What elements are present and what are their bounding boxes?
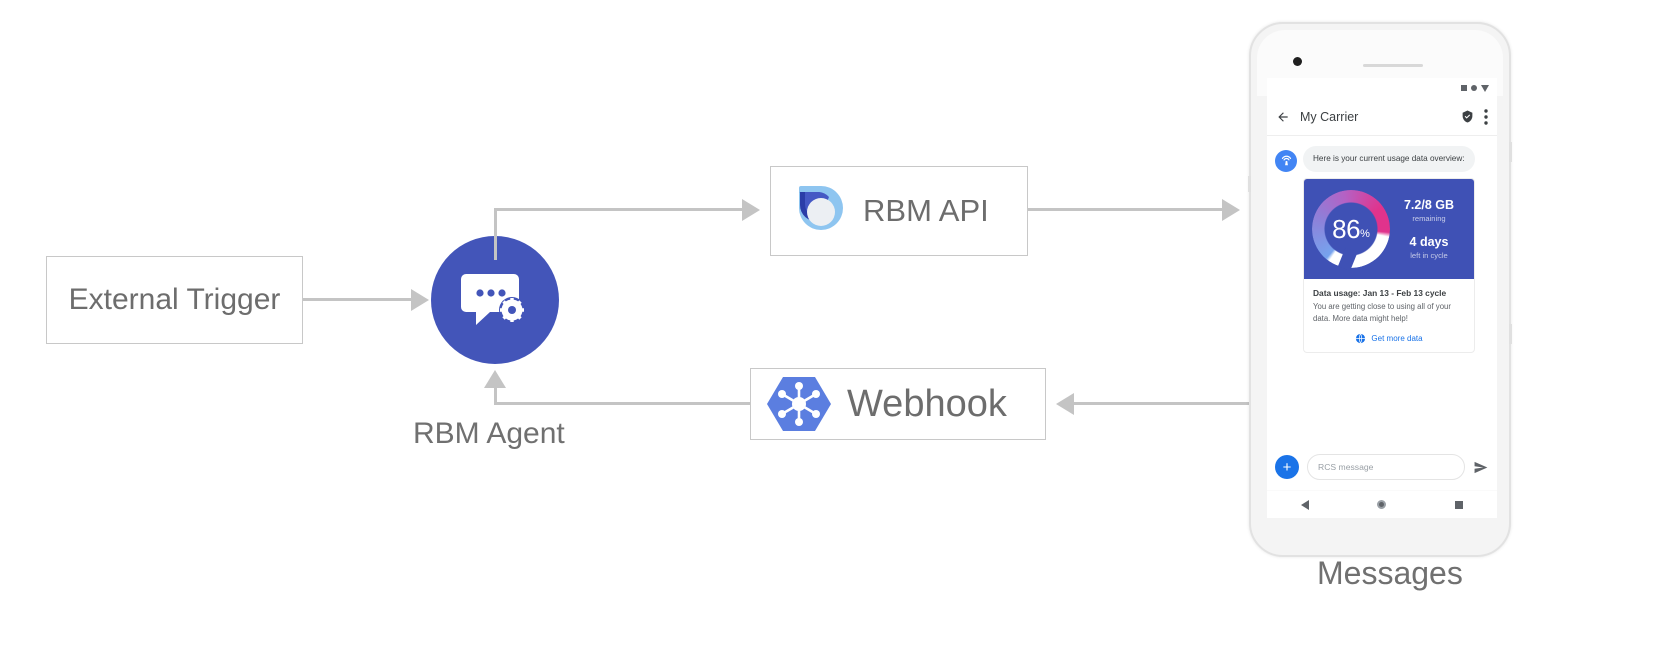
rich-card-body: Data usage: Jan 13 - Feb 13 cycle You ar… (1304, 279, 1474, 352)
nav-home-icon[interactable] (1377, 500, 1387, 509)
connector-api-to-phone (1028, 208, 1224, 211)
app-bar: My Carrier (1267, 98, 1497, 136)
connector-agent-to-api-horizontal (494, 208, 742, 211)
get-more-data-button[interactable]: Get more data (1313, 333, 1465, 344)
stat-label: remaining (1412, 214, 1446, 223)
square-icon (1461, 85, 1467, 91)
gauge-percent-sign: % (1360, 227, 1370, 240)
rbm-api-box[interactable]: RBM API (770, 166, 1028, 256)
dot-icon (1471, 85, 1477, 91)
messages-caption: Messages (1317, 555, 1463, 591)
phone-camera-icon (1293, 57, 1302, 66)
stat-data-remaining: 7.2/8 GB remaining (1390, 198, 1468, 223)
rbm-agent-caption: RBM Agent (413, 417, 565, 450)
globe-icon (1356, 334, 1366, 344)
triangle-down-icon (1481, 84, 1489, 92)
message-row: Here is your current usage data overview… (1275, 146, 1489, 172)
usage-gauge: 86 % (1312, 190, 1390, 271)
app-bar-title: My Carrier (1300, 109, 1359, 124)
plus-icon[interactable]: + (1275, 455, 1299, 479)
connector-phone-to-webhook (1074, 402, 1254, 405)
arrowhead-phone-to-webhook (1056, 393, 1074, 415)
arrowhead-trigger-to-agent (411, 289, 429, 311)
status-bar (1267, 78, 1497, 98)
connector-trigger-to-agent (303, 298, 413, 301)
connector-agent-to-api-vertical (494, 208, 497, 260)
nav-recents-icon[interactable] (1454, 500, 1463, 509)
shield-check-icon[interactable] (1461, 110, 1474, 123)
external-trigger-box[interactable]: External Trigger (46, 256, 303, 344)
webhook-hexagon-icon (767, 377, 831, 431)
phone-volume-down-button[interactable] (1509, 324, 1512, 344)
chat-gear-icon (461, 274, 525, 325)
android-nav-bar (1267, 490, 1497, 518)
phone-screen: My Carrier (1267, 78, 1497, 518)
carrier-antenna-icon (1275, 150, 1297, 172)
rich-card-description: You are getting close to using all of yo… (1313, 302, 1451, 323)
phone-earpiece-line (1363, 64, 1423, 67)
rich-card-title: Data usage: Jan 13 - Feb 13 cycle (1313, 288, 1447, 298)
connector-webhook-to-agent-vertical (494, 388, 497, 404)
stat-value: 4 days (1409, 235, 1449, 249)
phone-device: My Carrier (1248, 22, 1512, 557)
external-trigger-label: External Trigger (68, 283, 281, 316)
stat-value: 7.2/8 GB (1403, 198, 1455, 212)
arrowhead-agent-to-api (742, 199, 760, 221)
usage-stats: 7.2/8 GB remaining 4 days left in cycle (1390, 198, 1468, 260)
webhook-label: Webhook (847, 382, 1007, 425)
stat-days-left: 4 days left in cycle (1390, 235, 1468, 260)
stat-label: left in cycle (1410, 251, 1448, 260)
send-icon[interactable] (1473, 460, 1489, 475)
back-arrow-icon[interactable] (1276, 110, 1290, 124)
arrowhead-webhook-to-agent (484, 370, 506, 388)
phone-power-button[interactable] (1248, 176, 1251, 192)
gauge-number: 86 (1332, 213, 1361, 244)
usage-gauge-panel: 86 % 7.2/8 GB remaining 4 days lef (1304, 179, 1474, 279)
rbm-api-droplet-icon (795, 186, 843, 230)
rbm-api-label: RBM API (863, 193, 989, 228)
more-vertical-icon[interactable] (1484, 108, 1488, 125)
rcs-message-input[interactable]: RCS message (1307, 454, 1465, 480)
message-composer: + RCS message (1267, 446, 1497, 488)
gauge-value: 86 % (1312, 190, 1390, 268)
nav-back-icon[interactable] (1301, 499, 1310, 510)
rcs-message-placeholder: RCS message (1318, 462, 1374, 472)
incoming-message-bubble: Here is your current usage data overview… (1303, 146, 1475, 172)
get-more-data-label: Get more data (1371, 334, 1423, 344)
rich-card[interactable]: 86 % 7.2/8 GB remaining 4 days lef (1303, 178, 1475, 354)
webhook-box[interactable]: Webhook (750, 368, 1046, 440)
phone-volume-up-button[interactable] (1509, 142, 1512, 162)
arrowhead-api-to-phone (1222, 199, 1240, 221)
conversation-area: Here is your current usage data overview… (1267, 136, 1497, 472)
connector-webhook-to-agent-horizontal (494, 402, 750, 405)
